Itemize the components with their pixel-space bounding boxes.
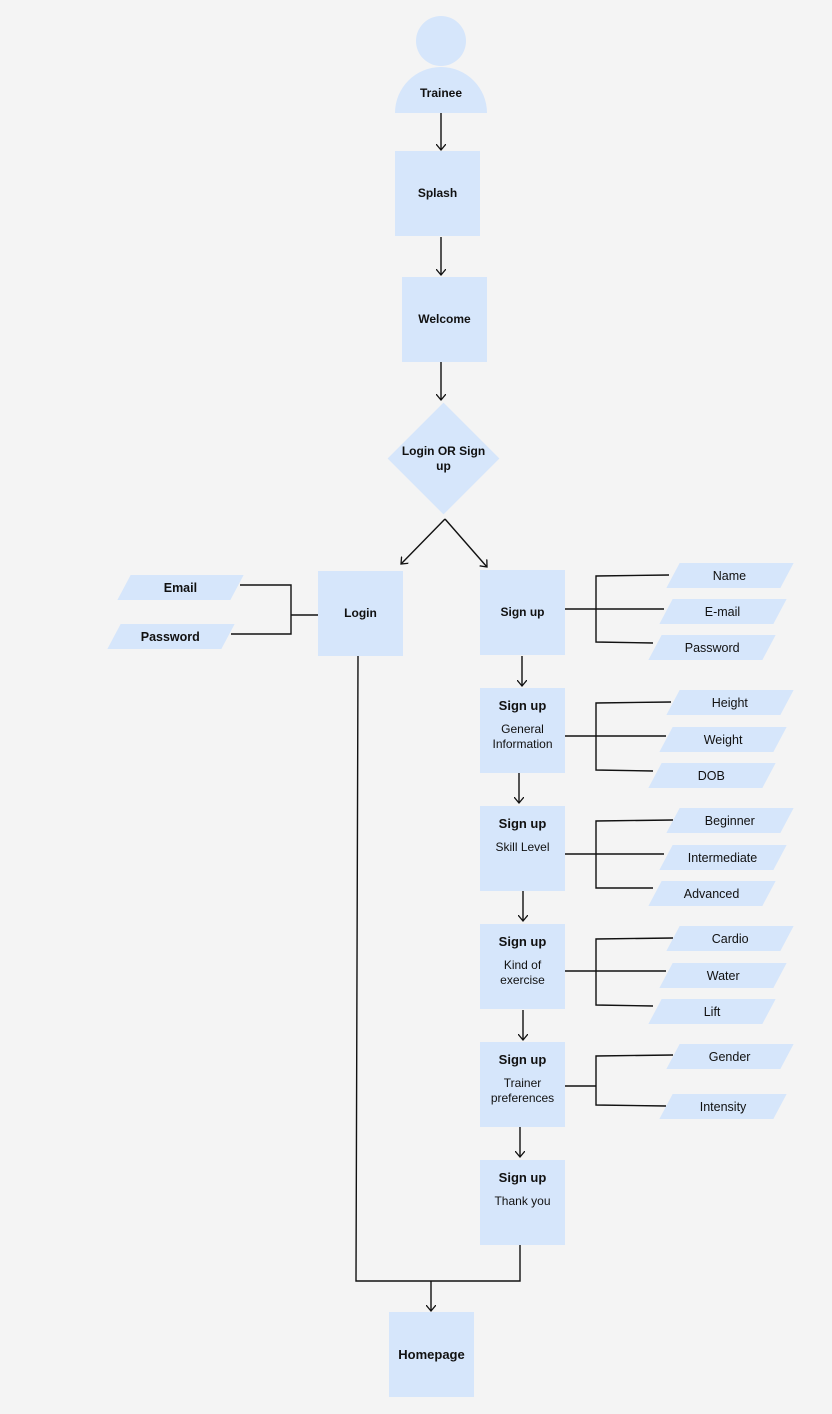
- step-title: Sign up: [498, 816, 547, 831]
- option-lift: Lift: [648, 999, 776, 1024]
- login-or-signup-decision: Login OR Sign up: [387, 402, 500, 515]
- signup-field-label: Name: [713, 568, 747, 583]
- step-subtitle: Thank you: [494, 1194, 551, 1208]
- option-label: Cardio: [711, 931, 749, 946]
- step-subtitle: Trainer preferences: [490, 1076, 555, 1105]
- signup-trainer-prefs-node: Sign up Trainer preferences: [480, 1042, 565, 1127]
- option-intermediate: Intermediate: [659, 845, 787, 870]
- step-subtitle: Kind of exercise: [500, 958, 545, 987]
- step-title: Sign up: [498, 698, 547, 713]
- signup-field-email: E-mail: [659, 599, 787, 624]
- option-label: DOB: [698, 768, 726, 783]
- signup-node: Sign up: [480, 570, 565, 655]
- option-label: Beginner: [704, 813, 756, 828]
- option-label: Intensity: [699, 1099, 747, 1114]
- option-water: Water: [659, 963, 787, 988]
- splash-node: Splash: [395, 151, 480, 236]
- welcome-label: Welcome: [418, 312, 471, 326]
- signup-field-password: Password: [648, 635, 776, 660]
- signup-field-label: E-mail: [705, 604, 741, 619]
- step-title: Sign up: [498, 1170, 547, 1185]
- option-label: Gender: [709, 1049, 751, 1064]
- option-label: Height: [711, 695, 749, 710]
- step-subtitle: General Information: [492, 722, 553, 751]
- signup-field-label: Password: [684, 640, 740, 655]
- homepage-node: Homepage: [389, 1312, 474, 1397]
- step-title: Sign up: [498, 934, 547, 949]
- option-dob: DOB: [648, 763, 776, 788]
- option-intensity: Intensity: [659, 1094, 787, 1119]
- login-field-label: Email: [163, 580, 198, 595]
- trainee-actor-icon: Trainee: [395, 16, 487, 113]
- option-gender: Gender: [666, 1044, 794, 1069]
- login-node: Login: [318, 571, 403, 656]
- step-subtitle: Skill Level: [495, 840, 550, 854]
- signup-label: Sign up: [500, 605, 545, 619]
- option-label: Lift: [703, 1004, 721, 1019]
- trainee-head: [416, 16, 466, 66]
- option-label: Weight: [703, 732, 743, 747]
- option-height: Height: [666, 690, 794, 715]
- option-label: Water: [706, 968, 740, 983]
- signup-general-info-node: Sign up General Information: [480, 688, 565, 773]
- login-field-email: Email: [117, 575, 244, 600]
- signup-thank-you-node: Sign up Thank you: [480, 1160, 565, 1245]
- login-field-label: Password: [141, 629, 201, 644]
- homepage-label: Homepage: [398, 1347, 465, 1362]
- trainee-label: Trainee: [419, 86, 463, 100]
- signup-skill-level-node: Sign up Skill Level: [480, 806, 565, 891]
- signup-exercise-kind-node: Sign up Kind of exercise: [480, 924, 565, 1009]
- welcome-node: Welcome: [402, 277, 487, 362]
- option-advanced: Advanced: [648, 881, 776, 906]
- option-cardio: Cardio: [666, 926, 794, 951]
- login-field-password: Password: [107, 624, 235, 649]
- signup-field-name: Name: [666, 563, 794, 588]
- splash-label: Splash: [417, 186, 458, 200]
- option-beginner: Beginner: [666, 808, 794, 833]
- option-weight: Weight: [659, 727, 787, 752]
- decision-label: Login OR Sign up: [401, 443, 486, 473]
- option-label: Advanced: [684, 886, 740, 901]
- step-title: Sign up: [498, 1052, 547, 1067]
- login-label: Login: [344, 606, 377, 620]
- option-label: Intermediate: [688, 850, 758, 865]
